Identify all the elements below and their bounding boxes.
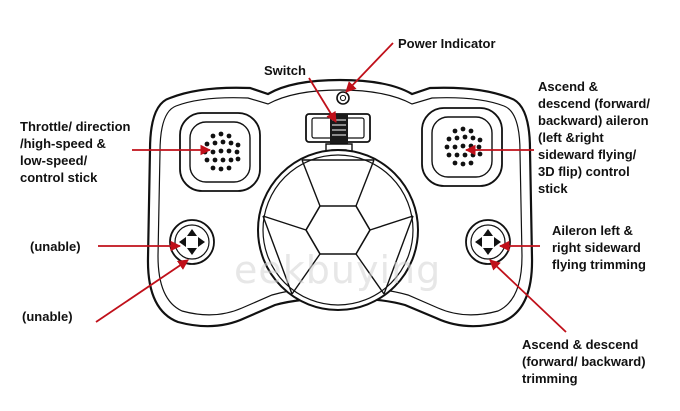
- center-hex-dome: [257, 149, 419, 311]
- label-unable-upper: (unable): [30, 239, 81, 254]
- label-aileron-trim: Aileron left & right sideward flying tri…: [552, 223, 646, 272]
- trim-up-arrow-icon[interactable]: [187, 229, 197, 236]
- trim-down-arrow-icon[interactable]: [483, 248, 493, 255]
- leader-power-indicator: [345, 42, 394, 93]
- leader-lines: [95, 42, 567, 333]
- trim-down-arrow-icon[interactable]: [187, 248, 197, 255]
- left-trim-pad[interactable]: [169, 219, 215, 265]
- label-ascend-trim: Ascend & descend (forward/ backward) tri…: [522, 337, 646, 386]
- watermark: eekbuying: [234, 248, 442, 292]
- label-power-indicator: Power Indicator: [398, 36, 496, 51]
- controller-body-inner-line: [157, 89, 523, 316]
- label-switch: Switch: [264, 63, 306, 78]
- right-trim-pad[interactable]: [465, 219, 511, 265]
- trim-up-arrow-icon[interactable]: [483, 229, 493, 236]
- label-throttle: Throttle/ direction /high-speed & low-sp…: [20, 119, 131, 185]
- trim-right-arrow-icon[interactable]: [198, 237, 205, 247]
- label-right-stick: Ascend & descend (forward/ backward) ail…: [538, 79, 650, 196]
- trim-right-arrow-icon[interactable]: [494, 237, 501, 247]
- leader-switch: [308, 77, 337, 123]
- trim-left-arrow-icon[interactable]: [475, 237, 482, 247]
- label-unable-lower: (unable): [22, 309, 73, 324]
- leader-unable-lower: [95, 259, 189, 323]
- power-indicator-led: [336, 91, 350, 105]
- leader-ascend-trim: [489, 259, 567, 333]
- trim-left-arrow-icon[interactable]: [179, 237, 186, 247]
